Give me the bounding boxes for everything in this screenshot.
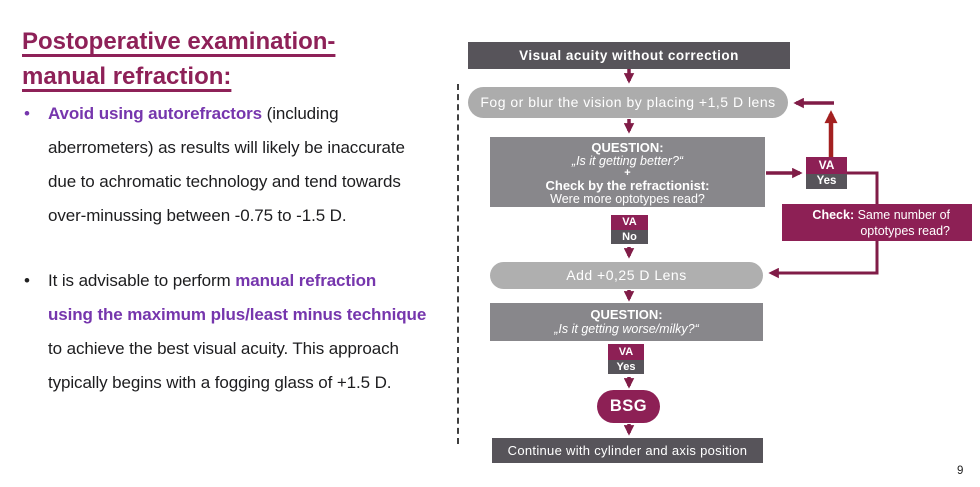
line-yes-to-check (846, 171, 879, 204)
va-tag: VA (611, 215, 648, 230)
question-1-check-text: Were more optotypes read? (550, 191, 705, 206)
check-note-box: Check: Same number of optotypes read? (782, 204, 972, 241)
section-divider (457, 84, 459, 444)
question-1-box: QUESTION: „Is it getting better?“ + Chec… (490, 137, 765, 207)
bullet-text: It is advisable to perform manual refrac… (48, 271, 427, 392)
bsg-terminal-pill: BSG (597, 390, 660, 423)
question-2-text: „Is it getting worse/milky?“ (554, 322, 699, 336)
page-number: 9 (957, 465, 964, 477)
bullet-text: Avoid using autorefractors (including ab… (48, 104, 405, 225)
no-tag: No (611, 230, 648, 244)
question-1-heading: QUESTION: (591, 140, 664, 155)
bullet-item-autorefractors: • Avoid using autorefractors (including … (24, 97, 460, 233)
va-tag: VA (806, 157, 847, 174)
plus-sign: + (624, 167, 631, 179)
question-2-heading: QUESTION: (590, 307, 663, 322)
question-1-text: „Is it getting better?“ (571, 153, 684, 168)
question-2-box: QUESTION: „Is it getting worse/milky?“ (490, 303, 763, 341)
va-tag: VA (608, 344, 644, 360)
arrow-check-to-add (768, 241, 879, 279)
yes-tag: Yes (608, 360, 644, 374)
question-1-check-heading: Check by the refractionist: (545, 178, 710, 193)
bullet-marker: • (24, 104, 30, 123)
continue-box: Continue with cylinder and axis position (492, 438, 763, 463)
yes-tag: Yes (806, 174, 847, 189)
bullet-item-manual-refraction: • It is advisable to perform manual refr… (24, 264, 460, 400)
add-lens-step-pill: Add +0,25 D Lens (490, 262, 763, 289)
page-title: Postoperative examination-manual refract… (22, 28, 336, 91)
fog-step-pill: Fog or blur the vision by placing +1,5 D… (468, 87, 788, 118)
start-box: Visual acuity without correction (468, 42, 790, 69)
bullet-marker: • (24, 271, 30, 290)
